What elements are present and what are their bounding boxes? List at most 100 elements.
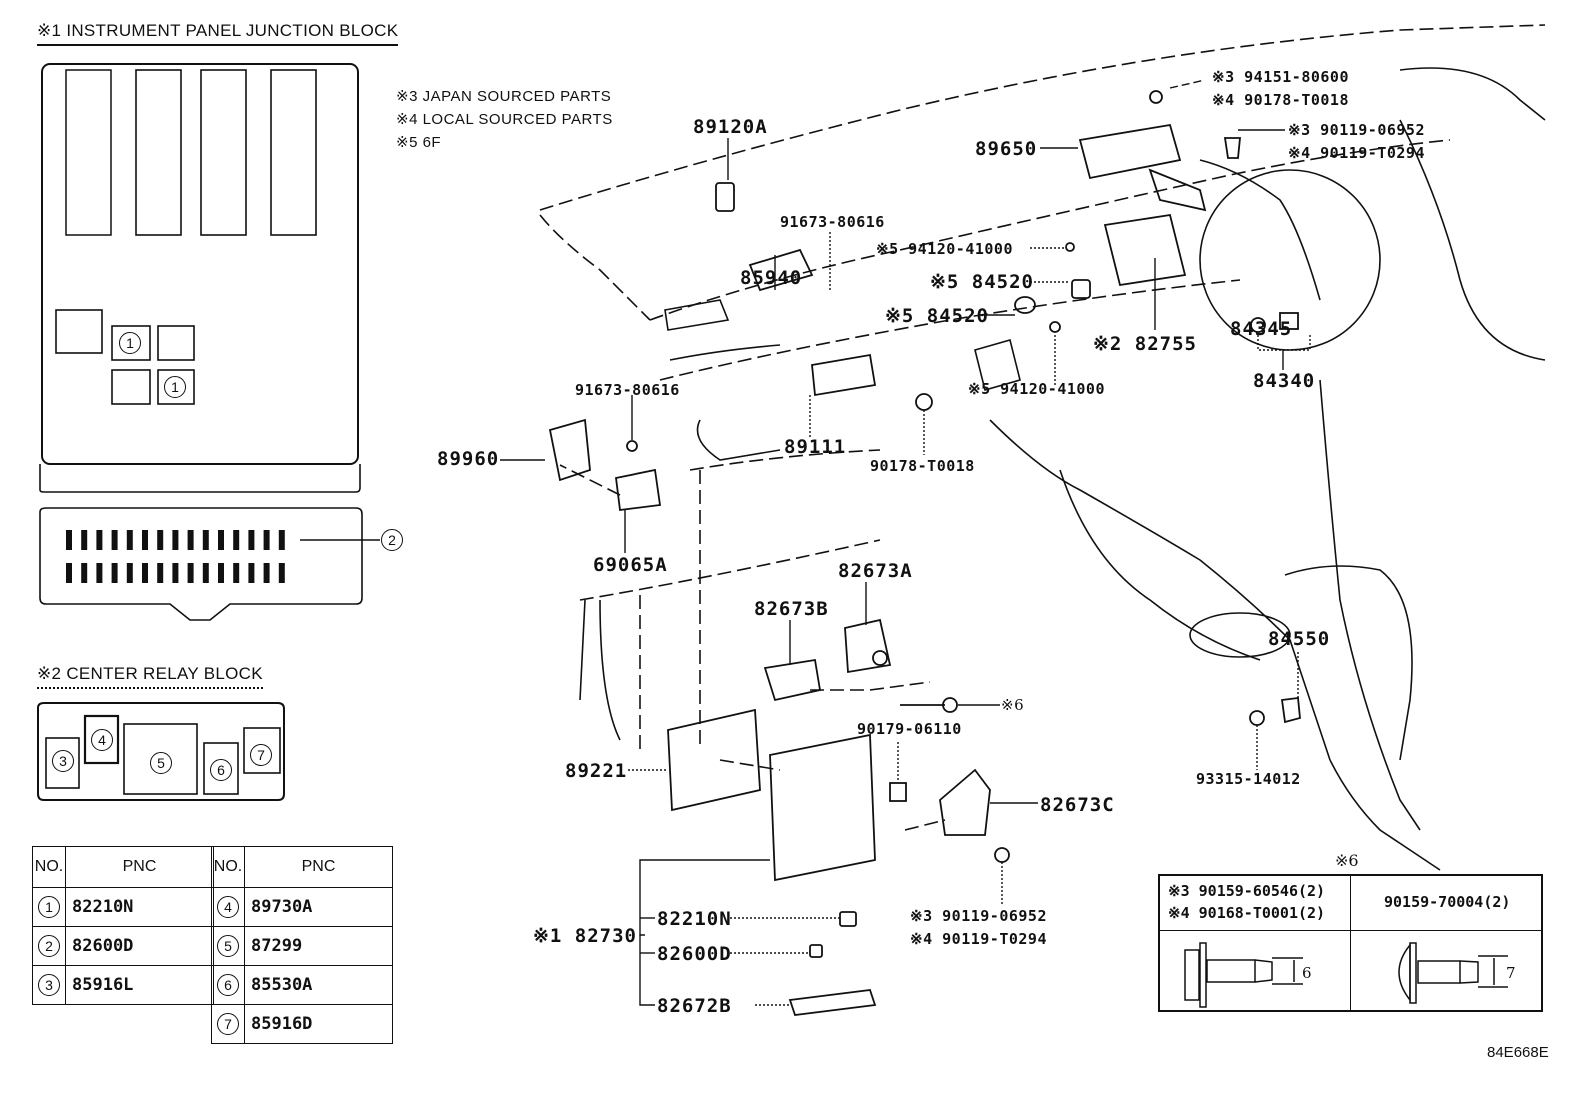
connector-pin bbox=[278, 530, 285, 550]
fastener-col2: 90159-70004(2) bbox=[1384, 893, 1511, 911]
row-number: 4 bbox=[217, 896, 239, 918]
label-84340[interactable]: 84340 bbox=[1253, 370, 1316, 392]
connector-pin bbox=[248, 530, 255, 550]
label-82673C[interactable]: 82673C bbox=[1040, 794, 1115, 816]
connector-pin bbox=[263, 530, 270, 550]
connector-pin bbox=[142, 563, 148, 583]
pnc-value: 82210N bbox=[65, 887, 214, 927]
label-94151-80600[interactable]: ※3 94151-80600 bbox=[1212, 68, 1349, 86]
label-ref-6[interactable]: ※6 bbox=[1001, 696, 1025, 714]
label-82673A[interactable]: 82673A bbox=[838, 560, 913, 582]
connector-pin bbox=[233, 530, 240, 550]
pnc-value: 85916D bbox=[244, 1004, 393, 1044]
label-82600D[interactable]: 82600D bbox=[657, 943, 732, 965]
label-84345[interactable]: 84345 bbox=[1230, 318, 1293, 340]
connector-pin bbox=[96, 563, 103, 583]
connector-pin bbox=[248, 563, 255, 583]
connector-pin bbox=[263, 563, 270, 583]
connector-pin bbox=[187, 530, 194, 550]
connector-pin bbox=[157, 563, 164, 583]
row-number: 2 bbox=[38, 935, 60, 957]
label-91673-80616-top[interactable]: 91673-80616 bbox=[780, 213, 885, 231]
row-number: 1 bbox=[38, 896, 60, 918]
connector-pin bbox=[172, 530, 179, 550]
connector-pin bbox=[96, 530, 103, 550]
label-84520-b[interactable]: ※5 84520 bbox=[885, 305, 989, 327]
fastener-col1-line1: ※3 90159-60546(2) bbox=[1168, 882, 1326, 900]
label-90119-06952-bottom[interactable]: ※3 90119-06952 bbox=[910, 907, 1047, 925]
connector-pin bbox=[218, 563, 224, 583]
label-82755[interactable]: ※2 82755 bbox=[1093, 333, 1197, 355]
label-82672B[interactable]: 82672B bbox=[657, 995, 732, 1017]
col-pnc: PNC bbox=[65, 846, 214, 888]
connector-pin bbox=[172, 563, 179, 583]
label-82730[interactable]: ※1 82730 bbox=[533, 925, 637, 947]
label-82210N[interactable]: 82210N bbox=[657, 908, 732, 930]
label-89650[interactable]: 89650 bbox=[975, 138, 1038, 160]
pnc-value: 89730A bbox=[244, 887, 393, 927]
junction-marker-1: 1 bbox=[119, 332, 141, 354]
relay-block-drawing bbox=[37, 702, 285, 801]
label-90179-06110[interactable]: 90179-06110 bbox=[857, 720, 962, 738]
connector-pin bbox=[66, 530, 72, 550]
junction-block-title: ※1 INSTRUMENT PANEL JUNCTION BLOCK bbox=[37, 21, 399, 46]
label-90178-T0018-mid[interactable]: 90178-T0018 bbox=[870, 457, 975, 475]
connector-pin bbox=[142, 530, 148, 550]
label-94120-41000-top[interactable]: ※5 94120-41000 bbox=[876, 240, 1013, 258]
label-85940[interactable]: 85940 bbox=[740, 267, 803, 289]
junction-block-drawing bbox=[39, 63, 380, 621]
row-number: 7 bbox=[217, 1013, 239, 1035]
part-shapes bbox=[548, 90, 1301, 1016]
fastener-dim-2: 7 bbox=[1506, 964, 1516, 982]
label-91673-80616-bottom[interactable]: 91673-80616 bbox=[575, 381, 680, 399]
connector-pin bbox=[81, 563, 88, 583]
pnc-value: 85916L bbox=[65, 965, 214, 1005]
fastener-sketches bbox=[1184, 942, 1508, 1008]
label-90119-06952-top[interactable]: ※3 90119-06952 bbox=[1288, 121, 1425, 139]
label-90119-T0294-bottom[interactable]: ※4 90119-T0294 bbox=[910, 930, 1047, 948]
label-84520-a[interactable]: ※5 84520 bbox=[930, 271, 1034, 293]
relay-slot-6: 6 bbox=[210, 759, 232, 781]
note-6f: ※5 6F bbox=[396, 134, 442, 151]
connector-pin bbox=[126, 530, 133, 550]
label-93315-14012[interactable]: 93315-14012 bbox=[1196, 770, 1301, 788]
diagram-id: 84E668E bbox=[1487, 1044, 1549, 1061]
label-90178-T0018-top[interactable]: ※4 90178-T0018 bbox=[1212, 91, 1349, 109]
label-89221[interactable]: 89221 bbox=[565, 760, 628, 782]
label-89960[interactable]: 89960 bbox=[437, 448, 500, 470]
pnc-value: 85530A bbox=[244, 965, 393, 1005]
row-number: 3 bbox=[38, 974, 60, 996]
label-69065A[interactable]: 69065A bbox=[593, 554, 668, 576]
relay-block-title: ※2 CENTER RELAY BLOCK bbox=[37, 664, 263, 689]
label-94120-41000-bottom[interactable]: ※5 94120-41000 bbox=[968, 380, 1105, 398]
fastener-col1-line2: ※4 90168-T0001(2) bbox=[1168, 904, 1326, 922]
relay-slot-5: 5 bbox=[150, 752, 172, 774]
connector-pin bbox=[66, 563, 72, 583]
connector-pin bbox=[187, 563, 194, 583]
pnc-value: 87299 bbox=[244, 926, 393, 966]
label-89111[interactable]: 89111 bbox=[784, 436, 847, 458]
connector-pin bbox=[202, 563, 209, 583]
fastener-dim-1: 6 bbox=[1302, 964, 1312, 982]
relay-slot-7: 7 bbox=[250, 744, 272, 766]
connector-pin bbox=[202, 530, 209, 550]
junction-marker-1b: 1 bbox=[164, 376, 186, 398]
label-82673B[interactable]: 82673B bbox=[754, 598, 829, 620]
label-90119-T0294-top[interactable]: ※4 90119-T0294 bbox=[1288, 144, 1425, 162]
fastener-table: ※3 90159-60546(2) ※4 90168-T0001(2) 9015… bbox=[1158, 874, 1543, 1012]
pnc-value: 82600D bbox=[65, 926, 214, 966]
junction-marker-2: 2 bbox=[381, 529, 403, 551]
connector-pin bbox=[111, 530, 118, 550]
note-japan-sourced: ※3 JAPAN SOURCED PARTS bbox=[396, 88, 612, 105]
dashboard-outline bbox=[539, 24, 1546, 831]
label-89120A[interactable]: 89120A bbox=[693, 116, 768, 138]
connector-pin bbox=[157, 530, 164, 550]
label-84550[interactable]: 84550 bbox=[1268, 628, 1331, 650]
